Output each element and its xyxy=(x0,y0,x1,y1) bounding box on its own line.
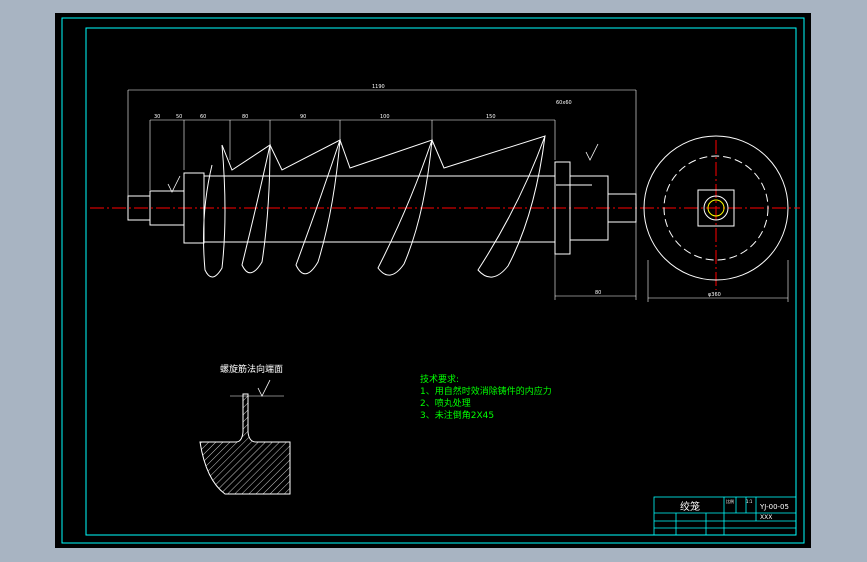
flight-4 xyxy=(339,139,433,276)
dim-seg-6: 100 xyxy=(380,114,390,120)
disc-square xyxy=(697,189,735,227)
right-shaft xyxy=(607,193,637,223)
flight-3 xyxy=(269,138,341,275)
left-hub xyxy=(183,172,205,244)
disc-pitch xyxy=(663,155,769,261)
org-name: XXX xyxy=(760,514,772,521)
dim-disc: φ360 xyxy=(708,292,721,298)
dimension-lines xyxy=(127,89,789,302)
scale-value: 1:1 xyxy=(746,499,753,504)
dim-right-end: 80 xyxy=(595,290,601,296)
title-block xyxy=(653,496,797,536)
tech-item-1: 1、用自然时效消除铸件的内应力 xyxy=(420,385,552,397)
dimension-texts: 1190 30 50 60 80 90 100 150 80 φ360 60x6… xyxy=(154,84,721,298)
dim-seg-2: 50 xyxy=(176,114,182,120)
disc-hub-outer xyxy=(703,195,729,221)
drawing-number: YJ-00-05 xyxy=(759,503,789,511)
end-view xyxy=(643,135,789,281)
outer-frame xyxy=(61,17,805,544)
dim-seg-4: 80 xyxy=(242,114,248,120)
dim-seg-1: 30 xyxy=(154,114,160,120)
flight-section-detail xyxy=(199,393,291,495)
dim-overall: 1190 xyxy=(372,84,385,90)
dim-seg-5: 90 xyxy=(300,114,306,120)
tech-item-2: 2、喷丸处理 xyxy=(420,397,471,409)
dim-pitch: 60x60 xyxy=(556,100,572,106)
tech-heading: 技术要求: xyxy=(420,373,459,385)
dim-seg-3: 60 xyxy=(200,114,206,120)
flight-1 xyxy=(203,144,226,278)
dim-seg-7: 150 xyxy=(486,114,496,120)
part-name: 绞笼 xyxy=(680,500,700,513)
section-hatched-area xyxy=(199,393,291,495)
title-block-texts: 绞笼 比例 1:1 YJ-00-05 XXX xyxy=(680,498,789,521)
disc-hub-inner xyxy=(707,199,725,217)
auger-main-view xyxy=(127,135,637,278)
scale-label: 比例 xyxy=(726,498,734,504)
drawing-sheet xyxy=(55,13,811,548)
flight-2 xyxy=(221,143,271,274)
disc-outer xyxy=(643,135,789,281)
tech-item-3: 3、未注倒角2X45 xyxy=(420,409,494,421)
flight-5 xyxy=(431,135,546,278)
inner-frame xyxy=(85,27,797,536)
section-title: 螺旋筋法向端面 xyxy=(220,363,283,375)
tech-requirements: 技术要求: 1、用自然时效消除铸件的内应力 2、喷丸处理 3、未注倒角2X45 xyxy=(420,373,552,421)
